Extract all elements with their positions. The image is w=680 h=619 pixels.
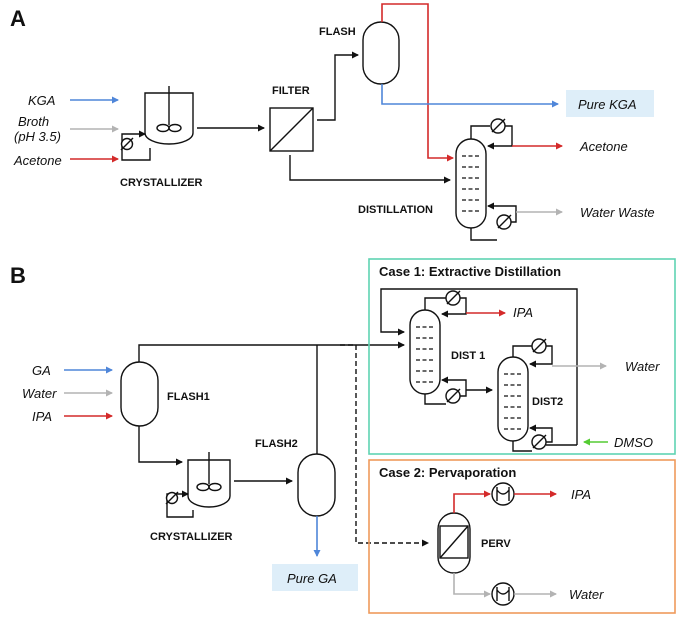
case1-title: Case 1: Extractive Distillation — [379, 264, 561, 279]
heat-exchanger-icon — [491, 482, 515, 506]
condenser-icon — [531, 338, 547, 354]
stream-label-ipa-in: IPA — [32, 409, 52, 424]
case2-title: Case 2: Pervaporation — [379, 465, 516, 480]
heat-exchanger-icon — [491, 582, 515, 606]
flash1-vessel — [120, 361, 159, 427]
case2-box — [368, 459, 676, 614]
stream-label-broth-ph: (pH 3.5) — [14, 129, 61, 144]
stream-label-acetone-in: Acetone — [13, 153, 62, 168]
stream-label-water-case2: Water — [569, 587, 604, 602]
stream-label-broth: Broth — [18, 114, 49, 129]
distillation-column-dist2 — [497, 338, 553, 452]
stream-label-ga: GA — [32, 363, 51, 378]
unit-label-perv: PERV — [481, 538, 511, 550]
stream-label-acetone-out: Acetone — [579, 139, 628, 154]
condenser-icon — [490, 118, 506, 134]
stream-label-water-case1: Water — [625, 359, 660, 374]
stream-label-ipa-case2: IPA — [571, 487, 591, 502]
stream-label-pure-ga: Pure GA — [287, 571, 337, 586]
distillation-column-dist1 — [409, 290, 467, 405]
agitator-icon — [156, 86, 182, 133]
pervaporation-unit — [437, 512, 471, 574]
unit-label-flash2: FLASH2 — [255, 438, 298, 450]
product-box-pure-kga — [566, 90, 654, 117]
product-box-pure-ga — [272, 564, 358, 591]
unit-label-crystallizer-b: CRYSTALLIZER — [150, 531, 233, 543]
flash-vapor-to-distillation — [381, 3, 454, 162]
case1-box — [368, 258, 676, 455]
stream-label-kga: KGA — [28, 93, 55, 108]
heat-exchanger-icon — [165, 491, 179, 505]
filter — [269, 107, 314, 152]
unit-label-dist2: DIST2 — [532, 396, 563, 408]
unit-label-dist1: DIST 1 — [451, 350, 485, 362]
unit-label-flash1: FLASH1 — [167, 391, 210, 403]
condenser-icon — [445, 290, 461, 306]
membrane-icon — [439, 525, 469, 559]
flash1-to-crystallizer — [138, 426, 183, 466]
crystallizer-recycle-loop — [121, 130, 151, 161]
unit-label-distillation: DISTILLATION — [358, 204, 433, 216]
filter-to-flash — [317, 51, 359, 121]
panel-label-b: B — [10, 263, 26, 288]
stream-label-ipa-case1: IPA — [513, 305, 533, 320]
membrane-icon — [269, 107, 314, 152]
unit-label-flash: FLASH — [319, 26, 356, 38]
stream-label-dmso: DMSO — [614, 435, 653, 450]
reboiler-icon — [496, 214, 512, 230]
stream-label-water-in: Water — [22, 386, 57, 401]
stream-label-pure-kga: Pure KGA — [578, 97, 637, 112]
heat-exchanger-icon — [120, 137, 134, 151]
flash-vessel-a — [362, 21, 400, 85]
panel-label-a: A — [10, 6, 26, 31]
crystallizer-b — [165, 452, 231, 518]
stream-label-water-waste: Water Waste — [580, 205, 655, 220]
crystallizer-a — [120, 86, 194, 161]
perv-to-ipa-hx — [453, 490, 491, 513]
flash1-vapor-to-case1 — [138, 341, 405, 362]
distillation-column-a — [455, 118, 517, 241]
perv-to-water-hx — [453, 573, 491, 598]
reboiler-icon — [445, 388, 461, 404]
dashed-branch-to-case2 — [355, 345, 429, 547]
unit-label-crystallizer-a: CRYSTALLIZER — [120, 177, 203, 189]
flash-bottom-to-pure-kga — [381, 84, 559, 108]
flash2-vessel — [297, 453, 336, 517]
unit-label-filter: FILTER — [272, 85, 310, 97]
agitator-icon — [196, 452, 222, 492]
filter-to-distillation — [289, 155, 451, 184]
reboiler-icon — [531, 434, 547, 450]
dmso-recycle-to-dist1 — [380, 288, 578, 445]
